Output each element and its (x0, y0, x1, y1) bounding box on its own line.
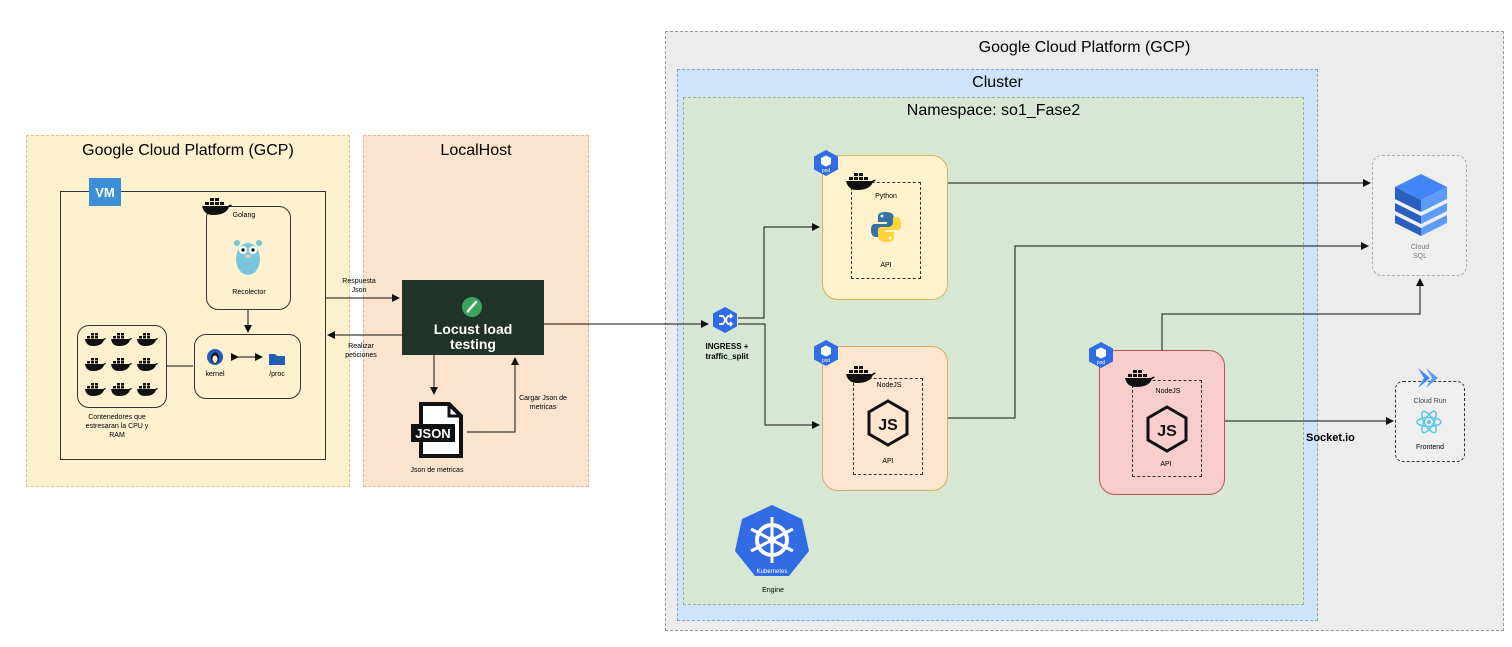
json-file-label: Json de metricas (410, 467, 464, 474)
python-container (851, 182, 921, 279)
golang-title: Golang (232, 212, 256, 219)
nodejs-icon: JS (1145, 405, 1189, 458)
edge-label-response: Respuesta Json (342, 278, 376, 294)
edge-label-load-json: Cargar Json de metricas (519, 395, 567, 411)
collector-label: Recolector (232, 289, 266, 296)
locust-card: Locust load testing (402, 280, 544, 355)
node1-title: NodeJS (876, 382, 902, 389)
pod-badge-icon: pod (812, 149, 840, 182)
pod-badge-icon: pod (1087, 341, 1115, 374)
pod-node-1[interactable] (822, 346, 948, 491)
right-gcp-title: Google Cloud Platform (GCP) (978, 39, 1191, 56)
docker-icon (845, 170, 877, 197)
socketio-label: Socket.io (1306, 432, 1355, 444)
edge-label-requests: Realizar peticiones (345, 343, 377, 359)
locust-title-line1: Locust load (433, 321, 513, 337)
locust-title-line2: testing (450, 336, 496, 352)
svg-text:Kubernetes: Kubernetes (757, 569, 788, 575)
docker-icon (845, 363, 877, 390)
containers-box (77, 325, 167, 408)
folder-icon (269, 352, 285, 370)
ingress-label: INGRESS + traffic_split (705, 342, 749, 361)
node1-container (853, 378, 923, 475)
node1-api-label: API (882, 458, 894, 465)
golang-collector-box (206, 206, 291, 310)
nodejs-icon: JS (866, 399, 910, 452)
svg-text:pod: pod (822, 358, 831, 364)
linux-penguin-icon (207, 348, 223, 371)
python-title: Python (875, 193, 897, 200)
svg-text:pod: pod (1097, 360, 1106, 366)
kubernetes-icon: Kubernetes (733, 503, 811, 584)
docker-icon (201, 195, 233, 222)
cloud-run-title: Cloud Run (1413, 398, 1447, 405)
left-gcp-title: Google Cloud Platform (GCP) (82, 142, 294, 159)
svg-text:JS: JS (1157, 423, 1177, 440)
frontend-label: Frontend (1415, 444, 1445, 451)
localhost-title: LocalHost (440, 142, 512, 159)
svg-text:JS: JS (878, 417, 898, 434)
json-icon-text: JSON (415, 426, 450, 441)
svg-text:pod: pod (822, 168, 831, 174)
cloud-run-icon (1416, 366, 1442, 395)
cloud-sql-icon (1393, 172, 1449, 243)
proc-label: /proc (269, 371, 285, 378)
kernel-label: kernel (205, 371, 225, 378)
vm-box (60, 191, 326, 460)
containers-grid (82, 331, 162, 408)
kubernetes-label: Engine (762, 587, 784, 594)
os-box (194, 334, 301, 399)
docker-icon (1124, 367, 1156, 394)
left-gcp-zone: Google Cloud Platform (GCP) (26, 135, 350, 487)
pod-badge-icon: pod (812, 339, 840, 372)
containers-label: Contenedores que estresaran la CPU y RAM (85, 414, 149, 439)
gopher-icon (231, 235, 265, 282)
locust-icon (462, 297, 482, 317)
react-icon (1415, 409, 1443, 440)
node2-api-label: API (1160, 461, 1172, 468)
namespace-title: Namespace: so1_Fase2 (906, 102, 1081, 119)
json-file-icon: JSON (409, 402, 467, 463)
python-icon (869, 210, 903, 249)
vm-badge: VM (89, 178, 121, 206)
python-api-label: API (880, 262, 892, 269)
cluster-title: Cluster (972, 74, 1023, 91)
ingress-icon[interactable] (711, 306, 739, 339)
